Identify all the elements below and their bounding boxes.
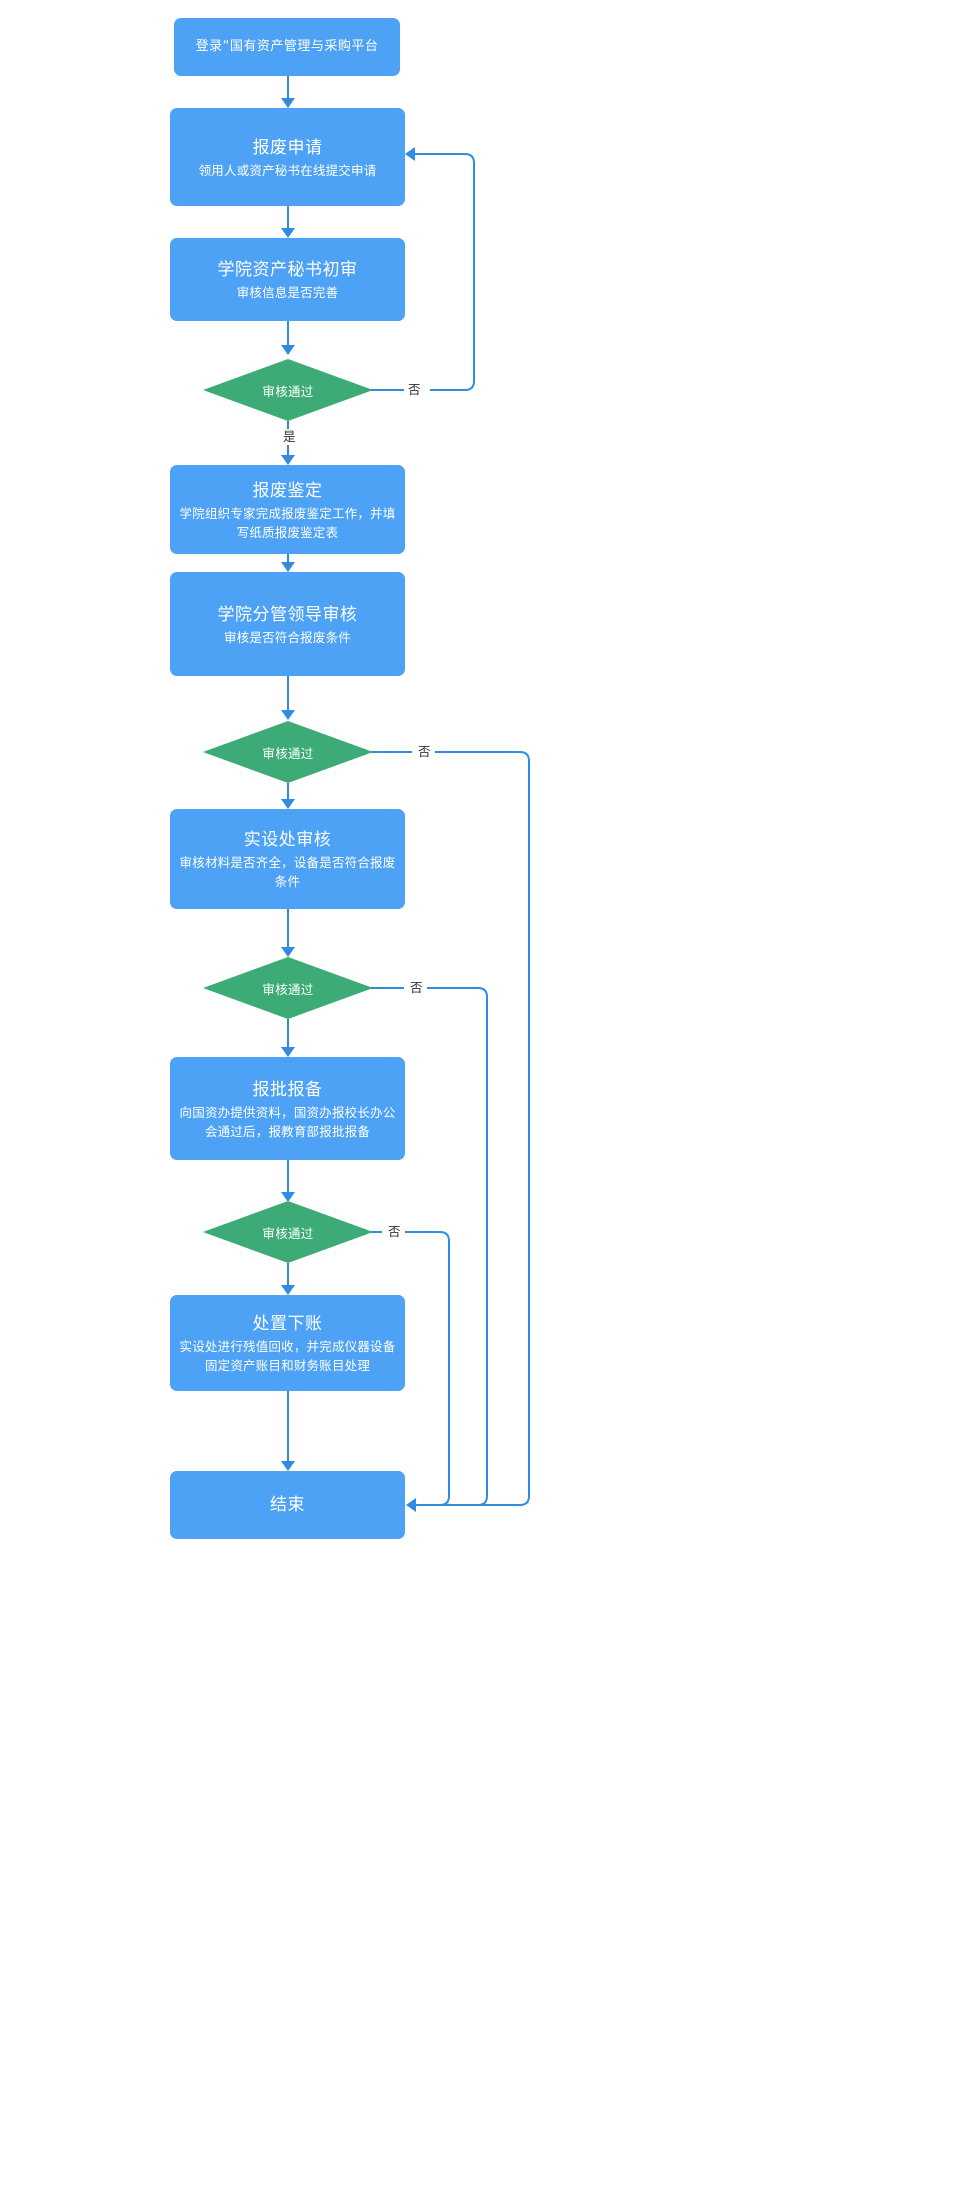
edge-label-no-2: 否 bbox=[414, 744, 435, 760]
arrow-decision4-to-disposal bbox=[281, 1285, 295, 1295]
node-college-leader-review[interactable]: 学院分管领导审核 审核是否符合报废条件 bbox=[170, 572, 405, 676]
node-lab-office-review[interactable]: 实设处审核 审核材料是否齐全，设备是否符合报废条件 bbox=[170, 809, 405, 909]
node-appraisal-subtitle: 学院组织专家完成报废鉴定工作，并填写纸质报废鉴定表 bbox=[179, 505, 396, 540]
arrow-lab-to-decision3 bbox=[281, 947, 295, 957]
edge-label-no-1: 否 bbox=[404, 382, 425, 398]
arrow-secretary-to-decision1 bbox=[281, 345, 295, 355]
edge-label-no-3: 否 bbox=[406, 980, 427, 996]
node-lab-office-review-subtitle: 审核材料是否齐全，设备是否符合报废条件 bbox=[179, 855, 396, 889]
node-decision-4[interactable]: 审核通过 bbox=[203, 1201, 373, 1263]
connector-apply-to-secretary bbox=[287, 206, 289, 232]
node-disposal-title: 处置下账 bbox=[252, 1314, 323, 1334]
edge-label-no-4: 否 bbox=[384, 1224, 405, 1240]
connector-leader-to-decision2 bbox=[287, 676, 289, 714]
connector-login-to-apply bbox=[287, 76, 289, 102]
decision-4-label: 审核通过 bbox=[262, 1225, 314, 1241]
arrow-decision1-to-appraisal bbox=[281, 455, 295, 465]
arrow-no-into-end bbox=[406, 1498, 416, 1512]
arrow-apply-to-secretary bbox=[281, 228, 295, 238]
arrow-leader-to-decision2 bbox=[281, 710, 295, 720]
node-approval-filing-title: 报批报备 bbox=[252, 1079, 323, 1100]
node-decision-1[interactable]: 审核通过 bbox=[203, 359, 373, 421]
node-college-leader-review-subtitle: 审核是否符合报废条件 bbox=[223, 629, 351, 645]
node-appraisal[interactable]: 报废鉴定 学院组织专家完成报废鉴定工作，并填写纸质报废鉴定表 bbox=[170, 465, 405, 554]
connector-secretary-to-decision1 bbox=[287, 321, 289, 349]
decision-3-label: 审核通过 bbox=[262, 981, 314, 997]
node-apply[interactable]: 报废申请 领用人或资产秘书在线提交申请 bbox=[170, 108, 405, 206]
connector-approval-to-decision4 bbox=[287, 1160, 289, 1196]
node-college-leader-review-title: 学院分管领导审核 bbox=[217, 604, 358, 625]
connector-lab-to-decision3 bbox=[287, 909, 289, 949]
decision-1-label: 审核通过 bbox=[262, 383, 314, 399]
connector-decision3-to-approval bbox=[287, 1019, 289, 1053]
node-login[interactable]: 登录“国有资产管理与采购平台 bbox=[174, 18, 400, 76]
node-secretary-review[interactable]: 学院资产秘书初审 审核信息是否完善 bbox=[170, 238, 405, 321]
node-end-title: 结束 bbox=[270, 1495, 305, 1515]
connector-disposal-to-end bbox=[287, 1391, 289, 1467]
arrow-approval-to-decision4 bbox=[281, 1192, 295, 1202]
connector-decision2-to-lab bbox=[287, 783, 289, 805]
arrow-no1-into-apply bbox=[405, 147, 415, 161]
node-disposal[interactable]: 处置下账 实设处进行残值回收，并完成仪器设备固定资产账目和财务账目处理 bbox=[170, 1295, 405, 1391]
connector-decision4-to-disposal bbox=[287, 1263, 289, 1289]
arrow-disposal-to-end bbox=[281, 1461, 295, 1471]
node-lab-office-review-title: 实设处审核 bbox=[243, 830, 332, 850]
node-apply-subtitle: 领用人或资产秘书在线提交申请 bbox=[198, 162, 377, 178]
arrow-login-to-apply bbox=[281, 98, 295, 108]
node-end[interactable]: 结束 bbox=[170, 1471, 405, 1539]
node-decision-2[interactable]: 审核通过 bbox=[203, 721, 373, 783]
arrow-decision3-to-approval bbox=[281, 1047, 295, 1057]
node-apply-title: 报废申请 bbox=[252, 137, 323, 158]
node-secretary-review-subtitle: 审核信息是否完善 bbox=[236, 285, 339, 300]
edge-label-yes-1: 是 bbox=[279, 429, 300, 445]
node-login-title: 登录“国有资产管理与采购平台 bbox=[195, 39, 379, 54]
node-disposal-subtitle: 实设处进行残值回收，并完成仪器设备固定资产账目和财务账目处理 bbox=[179, 1339, 396, 1373]
arrow-decision2-to-lab bbox=[281, 799, 295, 809]
node-approval-filing-subtitle: 向国资办提供资料，国资办报校长办公会通过后，报教育部报批报备 bbox=[179, 1104, 396, 1139]
node-secretary-review-title: 学院资产秘书初审 bbox=[217, 260, 358, 280]
arrow-appraisal-to-leader bbox=[281, 562, 295, 572]
node-approval-filing[interactable]: 报批报备 向国资办提供资料，国资办报校长办公会通过后，报教育部报批报备 bbox=[170, 1057, 405, 1160]
node-appraisal-title: 报废鉴定 bbox=[252, 480, 323, 501]
node-decision-3[interactable]: 审核通过 bbox=[203, 957, 373, 1019]
decision-2-label: 审核通过 bbox=[262, 745, 314, 761]
